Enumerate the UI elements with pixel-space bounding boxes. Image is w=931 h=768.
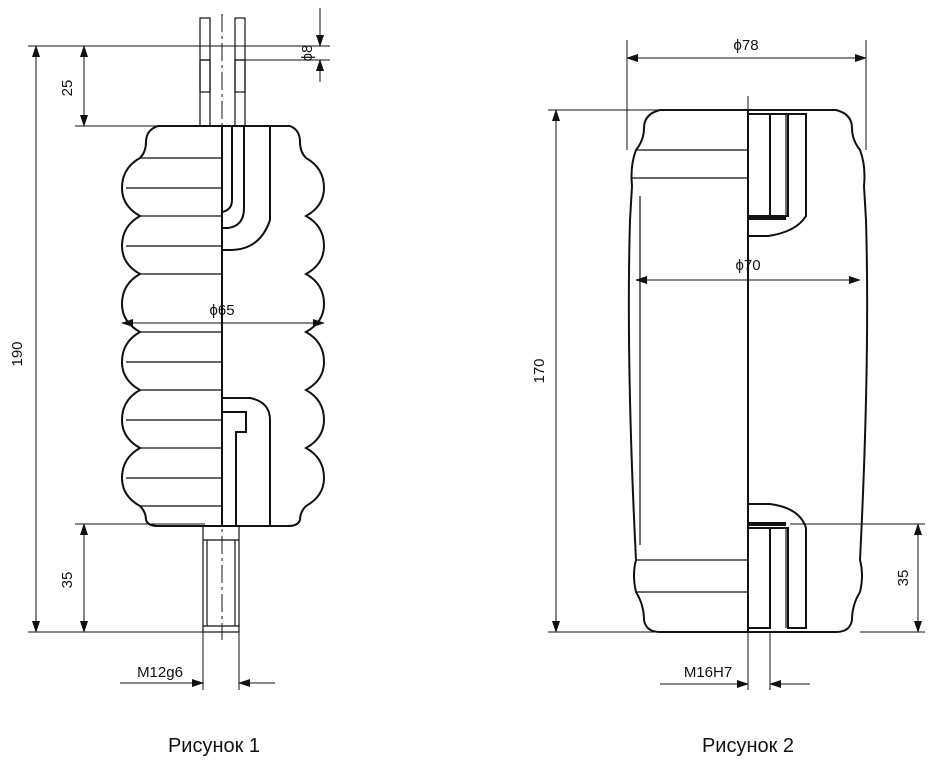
fig2-dim-d70: ϕ70 [735, 257, 760, 274]
fig2-insulator-body [627, 109, 869, 633]
fig1-dim-35: 35 [59, 572, 76, 589]
fig1-dim-190: 190 [9, 341, 26, 366]
figure-2: ϕ78 ϕ70 170 35 M16H7 Рисунок 2 [531, 37, 925, 757]
fig2-dim-35: 35 [895, 570, 912, 587]
fig1-dim-d65: ϕ65 [209, 302, 234, 319]
fig1-caption: Рисунок 1 [168, 735, 260, 757]
fig2-caption: Рисунок 2 [702, 735, 794, 757]
fig2-dimensions: ϕ78 ϕ70 170 35 M16H7 [531, 37, 925, 690]
fig2-dim-170: 170 [531, 358, 548, 383]
fig1-dim-25: 25 [59, 80, 76, 97]
fig2-dim-d78: ϕ78 [733, 37, 758, 54]
fig1-dim-d8: ϕ8 [299, 45, 316, 62]
fig1-insulator-body [120, 125, 326, 527]
fig1-dim-thread: M12g6 [137, 664, 183, 681]
fig2-dim-thread: M16H7 [684, 664, 732, 681]
fig1-bottom-stud [202, 525, 240, 633]
fig1-dimensions: 190 25 35 ϕ8 ϕ65 M12g6 [9, 8, 330, 690]
figure-1: 190 25 35 ϕ8 ϕ65 M12g6 Рисунок 1 [9, 8, 330, 757]
